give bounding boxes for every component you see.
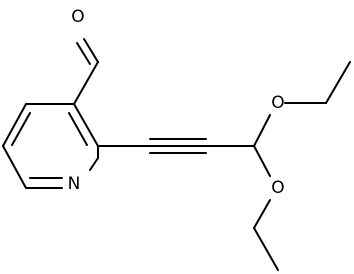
bond-c5-c6 [2,145,27,189]
bond-ch2-ch3-upper [325,61,351,104]
aldehyde-group [73,38,99,105]
bond-c2-c3-inner [68,112,88,146]
alkyne-chain [97,138,255,154]
bond-c4-c5 [2,103,27,147]
bond-cho-o-double [76,42,91,65]
atom-label-ring-nitrogen: N [68,174,81,194]
bond-c4-c5-inner [11,112,31,146]
bond-o-lower-ch2 [253,199,271,229]
atom-label-ether-oxygen-upper: O [271,93,284,113]
bond-acetal-o-lower [253,145,271,177]
bond-c2-c3 [73,103,99,147]
pyridine-ring [2,103,99,189]
bond-ch2-ch3-lower [253,227,279,271]
atom-label-aldehyde-oxygen: O [71,7,84,27]
atom-label-ether-oxygen-lower: O [271,178,284,198]
bond-c3-cho [73,61,99,105]
bond-cho-o [83,38,99,63]
bond-n-c2 [89,157,99,171]
bond-acetal-o-upper [253,114,271,147]
diethyl-acetal [253,61,351,271]
